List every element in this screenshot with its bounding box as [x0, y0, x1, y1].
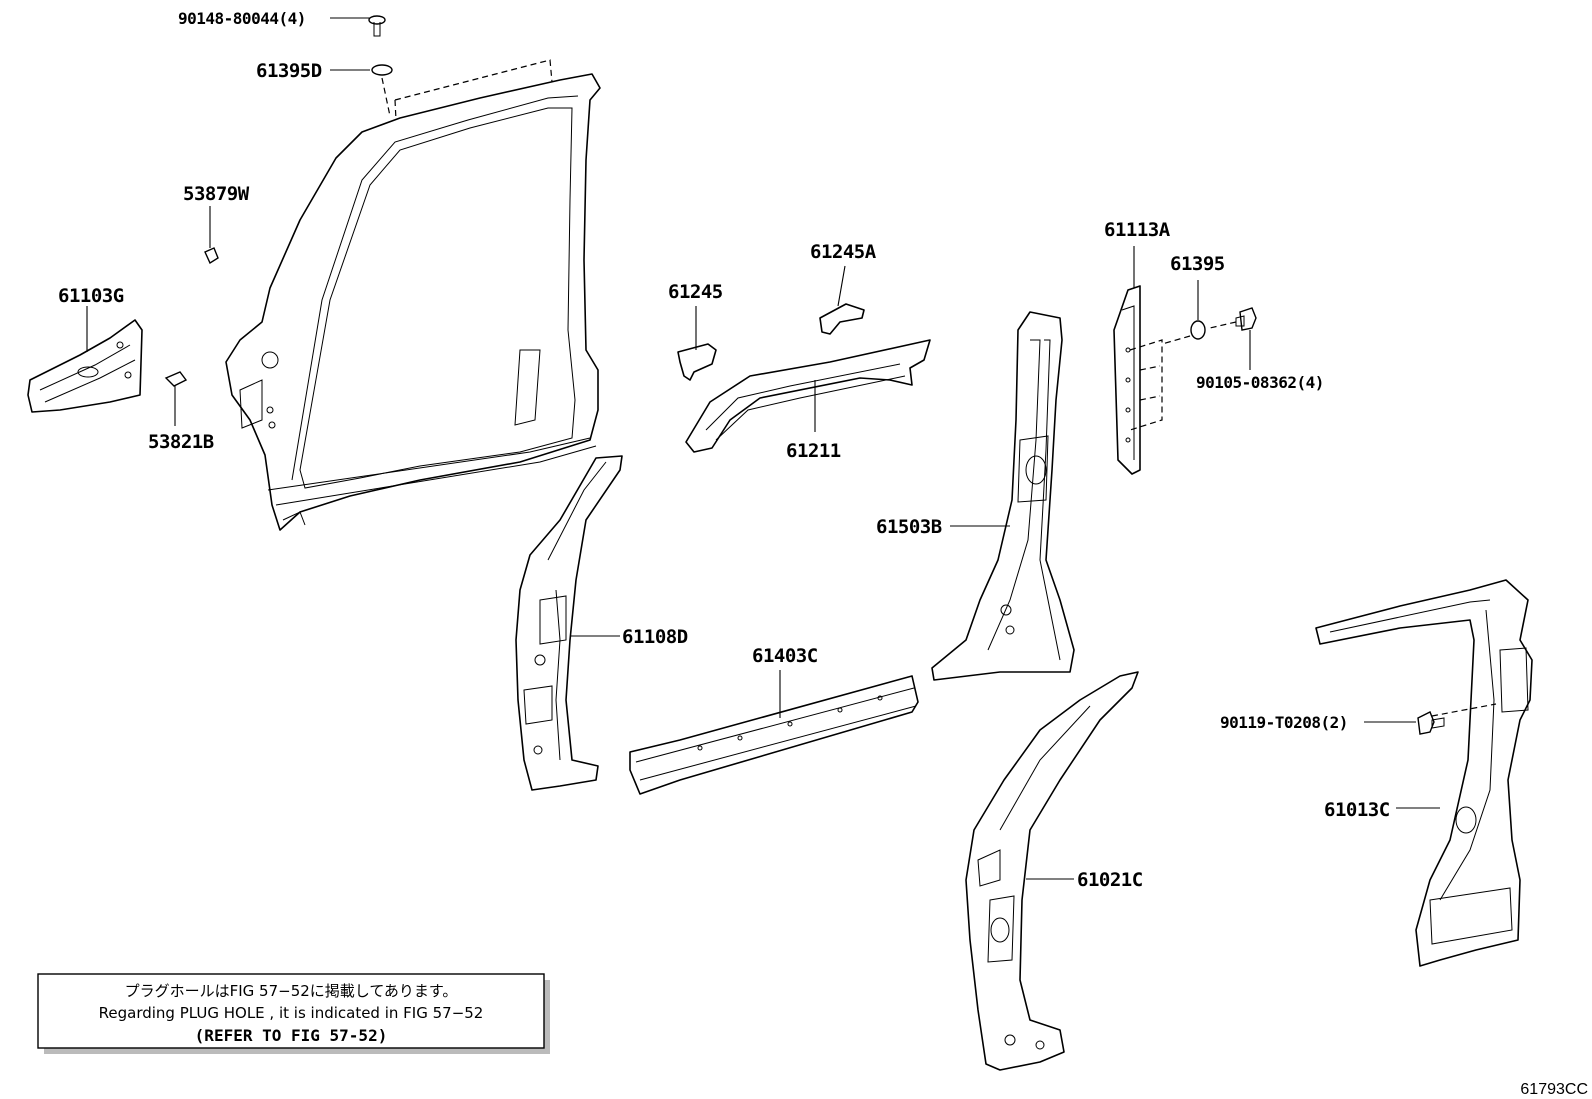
outer-side-panel-part [225, 59, 601, 531]
callout-61021C[interactable]: 61021C [1077, 869, 1143, 891]
bracket-61245-part [677, 343, 717, 381]
note-line-japanese: プラグホールはFIG 57−52に掲載してあります。 [125, 982, 458, 1000]
plate-61113A-part [1113, 285, 1163, 475]
clip-53821B-part [164, 371, 188, 387]
callout-90119-T0208[interactable]: 90119-T0208(2) [1220, 713, 1348, 732]
front-pillar-61108D-part [515, 455, 623, 791]
callout-61503B[interactable]: 61503B [876, 516, 942, 538]
callout-53879W[interactable]: 53879W [183, 183, 250, 205]
callout-61113A[interactable]: 61113A [1104, 219, 1171, 241]
roof-rail-61211-part [685, 339, 931, 453]
washer-61395D-part [371, 64, 393, 117]
clip-53879W-part [204, 247, 219, 265]
callout-53821B[interactable]: 53821B [148, 431, 214, 453]
figure-id: 61793CC [1520, 1081, 1588, 1098]
callout-labels: 90148-80044(4) 61395D 53879W 61103G 5382… [58, 9, 1390, 891]
callout-61395D[interactable]: 61395D [256, 60, 322, 82]
note-line-refer[interactable]: (REFER TO FIG 57-52) [195, 1026, 388, 1045]
callout-90148-80044[interactable]: 90148-80044(4) [178, 9, 306, 28]
plug-hole-note: プラグホールはFIG 57−52に掲載してあります。 Regarding PLU… [37, 973, 550, 1054]
bracket-61245A-part [819, 303, 865, 335]
callout-61108D[interactable]: 61108D [622, 626, 688, 648]
inner-pillar-61021C-part [965, 671, 1139, 1071]
callout-61395[interactable]: 61395 [1170, 253, 1225, 275]
bolt-90119-part [1417, 711, 1445, 735]
callout-90105-08362[interactable]: 90105-08362(4) [1196, 373, 1324, 392]
callout-61013C[interactable]: 61013C [1324, 799, 1390, 821]
callout-61403C[interactable]: 61403C [752, 645, 818, 667]
callout-61245[interactable]: 61245 [668, 281, 723, 303]
bolt-90105-part [1209, 307, 1257, 331]
screw-90148-part [368, 15, 386, 37]
note-line-english: Regarding PLUG HOLE , it is indicated in… [99, 1004, 484, 1022]
center-pillar-61503B-part [931, 311, 1075, 681]
rocker-sill-61403C-part [629, 675, 919, 795]
callout-61211[interactable]: 61211 [786, 440, 841, 462]
rear-quarter-61013C-part [1315, 579, 1533, 967]
leader-lines [86, 17, 1440, 880]
callout-61103G[interactable]: 61103G [58, 285, 124, 307]
bracket-61103G-part [27, 319, 143, 413]
washer-61395-part [1161, 320, 1206, 345]
callout-61245A[interactable]: 61245A [810, 241, 877, 263]
